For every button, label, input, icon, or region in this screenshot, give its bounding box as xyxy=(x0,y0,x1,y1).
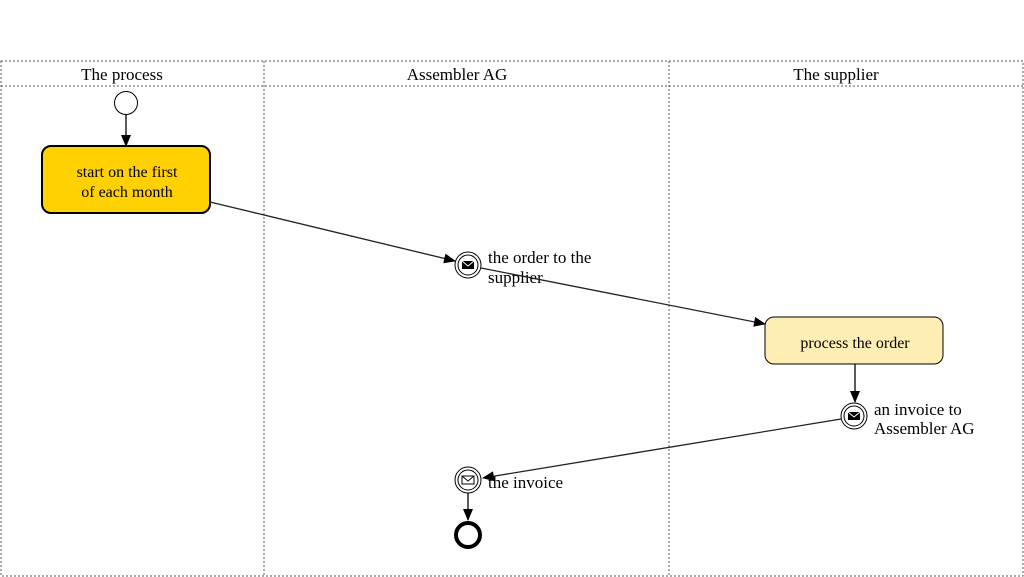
envelope-icon xyxy=(848,412,860,420)
message-event-invoice-receive[interactable] xyxy=(454,466,482,494)
event-invoice-receive-label: the invoice xyxy=(488,473,563,492)
event-order-label-line1: the order to the xyxy=(488,248,591,267)
event-invoice-send-label-line1: an invoice to xyxy=(874,400,962,419)
envelope-outline-icon xyxy=(461,475,475,485)
message-flow-invoice xyxy=(482,418,842,482)
task-process-order-label: process the order xyxy=(800,335,910,352)
message-event-order[interactable] xyxy=(454,251,482,279)
start-event[interactable] xyxy=(114,91,138,115)
envelope-icon xyxy=(462,261,474,269)
message-event-invoice-send[interactable] xyxy=(840,402,868,430)
lane-title-supplier: The supplier xyxy=(793,65,879,84)
lane-title-assembler: Assembler AG xyxy=(407,65,508,84)
event-invoice-send-label-line2: Assembler AG xyxy=(874,419,975,438)
task-start-monthly[interactable]: start on the first of each month xyxy=(41,145,211,214)
swimlane-frame xyxy=(0,60,1024,577)
task-start-monthly-line1: start on the first xyxy=(77,164,178,181)
task-process-order[interactable]: process the order xyxy=(764,316,944,365)
message-flow-order xyxy=(209,201,456,264)
end-event[interactable] xyxy=(454,521,482,549)
message-flow-to-supplier xyxy=(480,267,766,327)
task-start-monthly-line2: of each month xyxy=(81,184,173,201)
lane-title-process: The process xyxy=(81,65,163,84)
